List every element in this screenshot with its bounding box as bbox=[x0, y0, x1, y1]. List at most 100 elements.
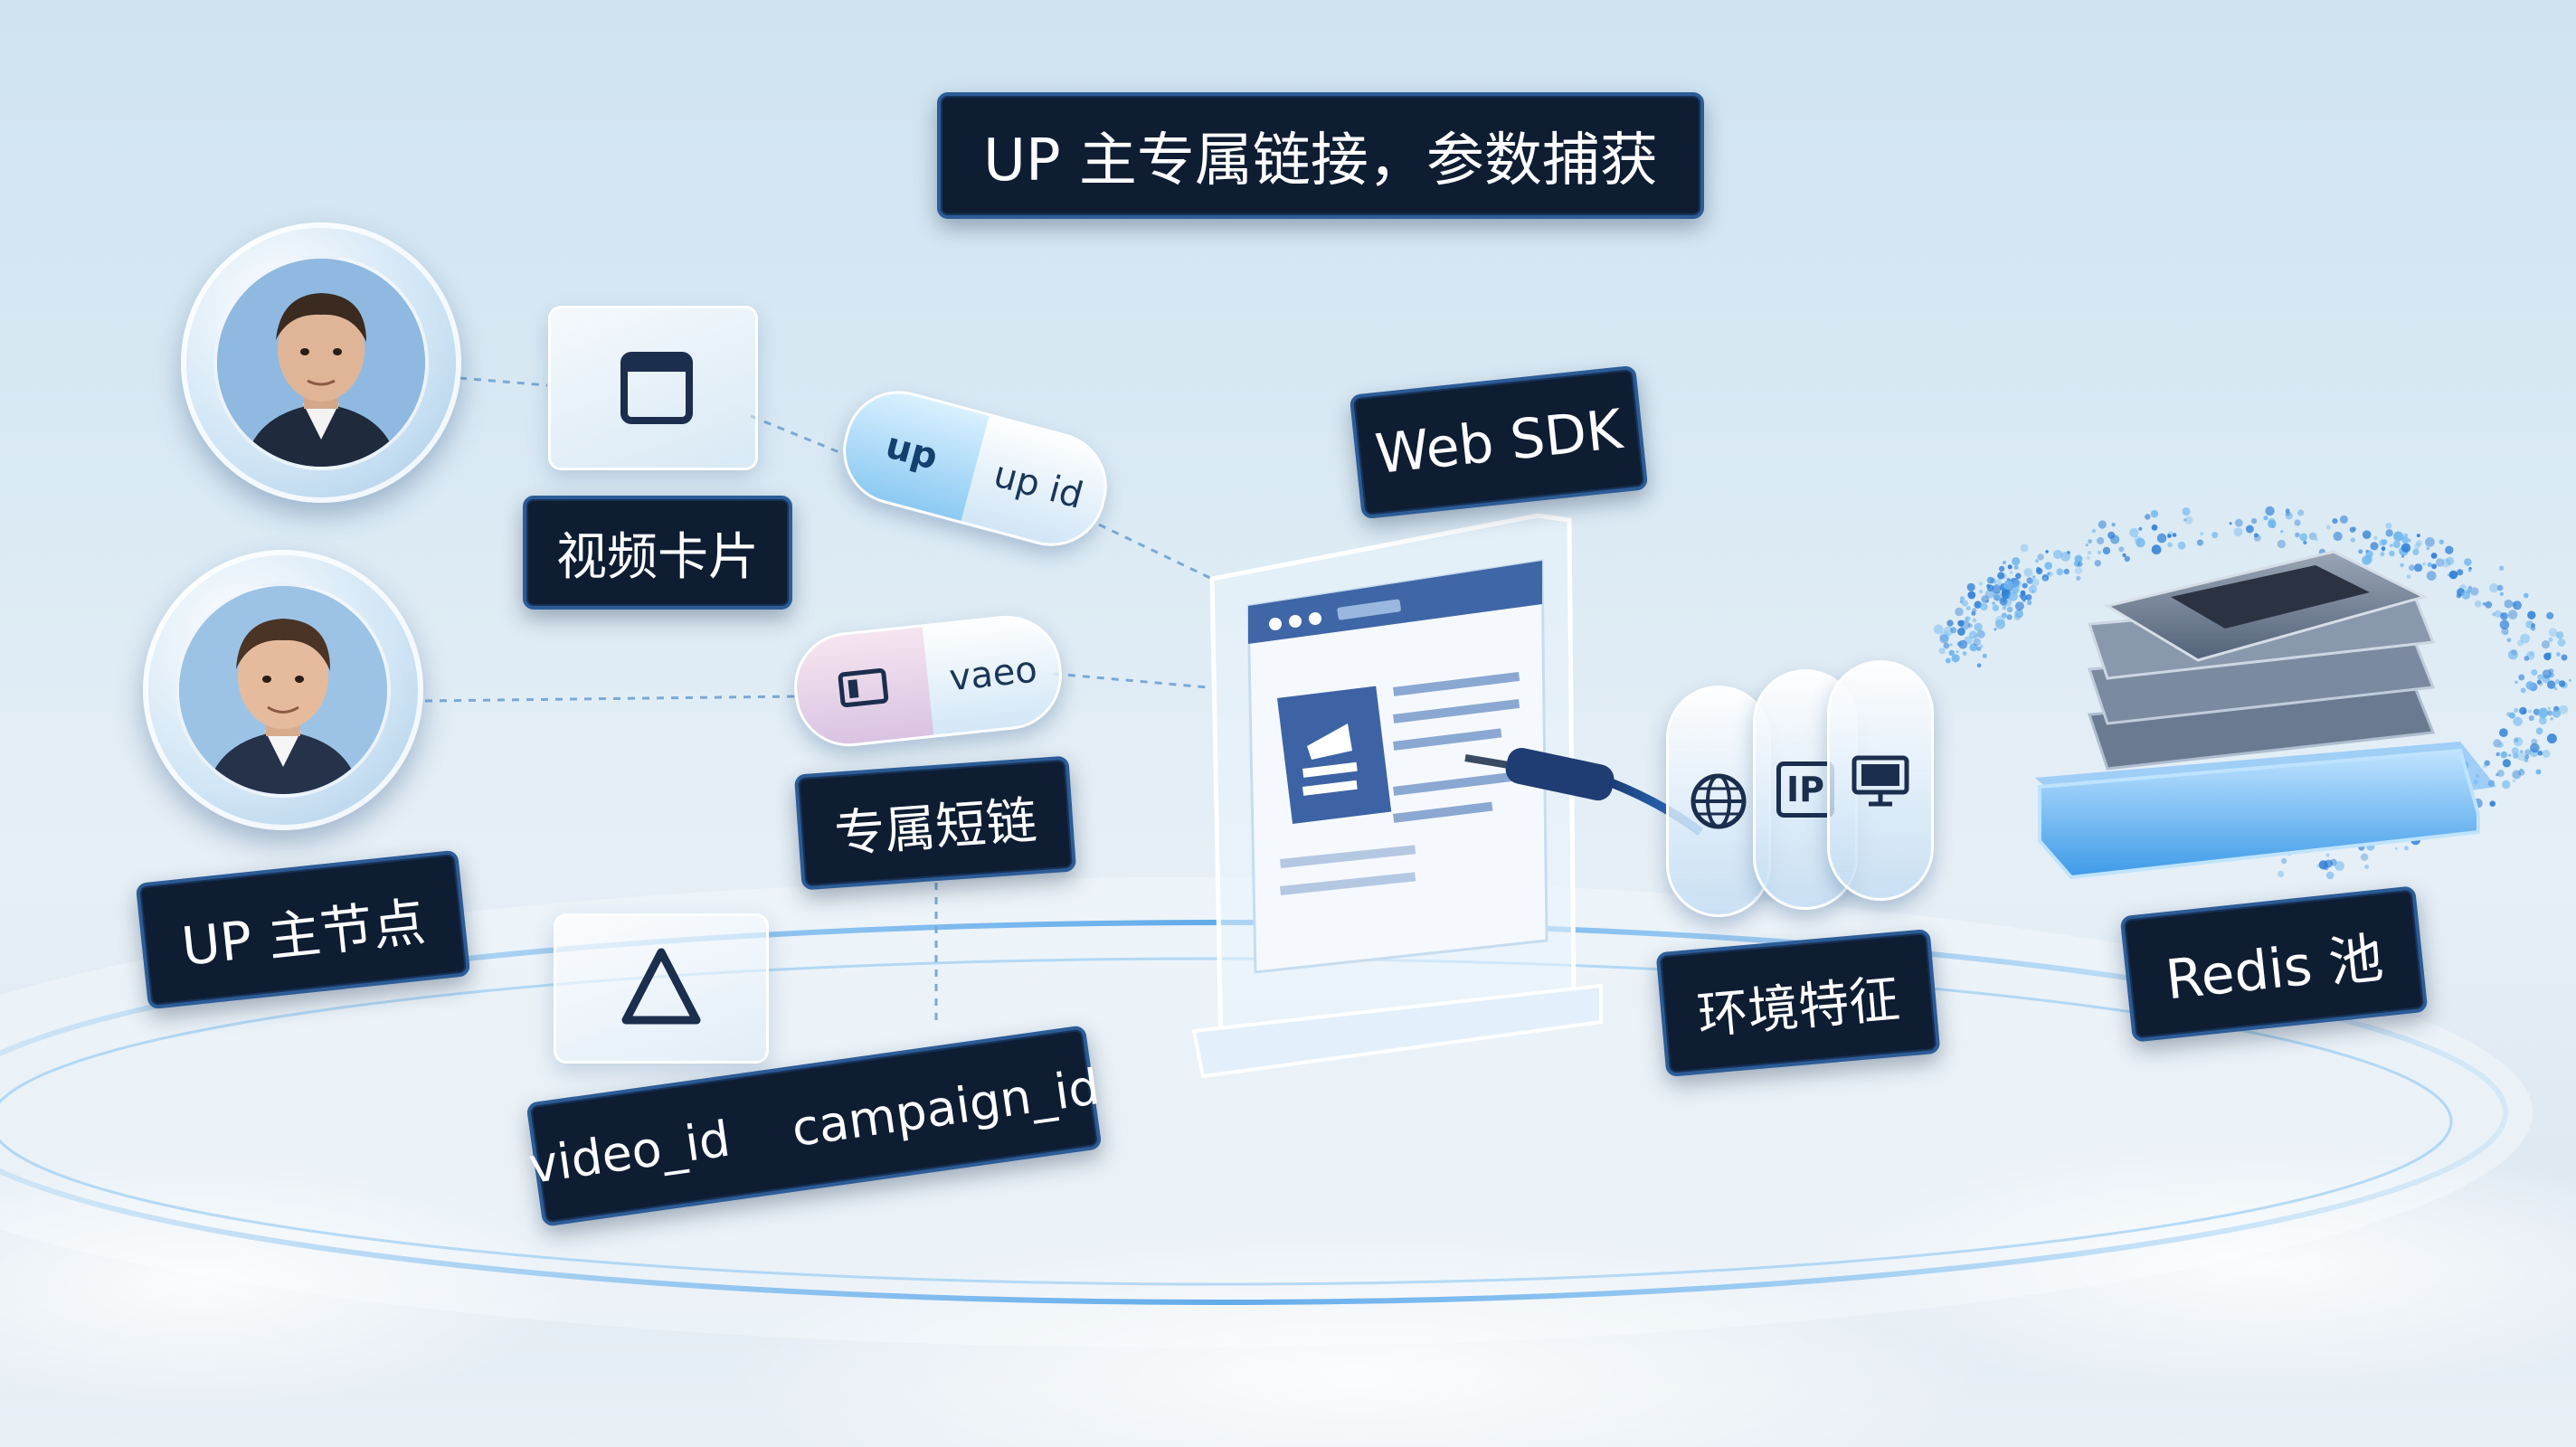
particle bbox=[2559, 705, 2569, 714]
particle bbox=[2416, 534, 2420, 538]
particle bbox=[2111, 522, 2116, 527]
particle bbox=[1993, 591, 2003, 601]
particle bbox=[2555, 679, 2561, 685]
particle bbox=[2233, 527, 2243, 537]
particle bbox=[2373, 535, 2378, 541]
particle bbox=[2519, 706, 2527, 715]
particle bbox=[2184, 515, 2193, 525]
particle bbox=[2542, 669, 2552, 679]
particle bbox=[2489, 582, 2499, 593]
particle bbox=[2253, 533, 2259, 538]
particle bbox=[1986, 576, 1994, 584]
particle bbox=[2134, 535, 2142, 544]
particle bbox=[2536, 679, 2542, 685]
particle bbox=[2124, 555, 2130, 563]
particle bbox=[2006, 614, 2012, 620]
particle bbox=[2365, 549, 2369, 553]
particle bbox=[2467, 568, 2472, 572]
particle bbox=[2009, 571, 2013, 574]
monitor-icon bbox=[1852, 755, 1909, 807]
particle bbox=[2508, 712, 2515, 719]
label-up-node-text: UP 主节点 bbox=[178, 891, 429, 978]
particle bbox=[2426, 546, 2429, 551]
particle bbox=[2268, 519, 2277, 529]
particle bbox=[2182, 507, 2191, 516]
particle bbox=[2334, 861, 2344, 871]
particle bbox=[1981, 595, 1989, 603]
particle bbox=[2507, 610, 2518, 619]
particle bbox=[2360, 853, 2369, 861]
particle bbox=[2547, 710, 2553, 716]
particle bbox=[2524, 754, 2530, 760]
particle bbox=[2406, 574, 2411, 579]
label-env-features: 环境特征 bbox=[1655, 929, 1941, 1077]
particle bbox=[1959, 596, 1965, 601]
particle bbox=[2156, 533, 2167, 544]
particle bbox=[2138, 526, 2143, 531]
particle bbox=[1974, 622, 1983, 632]
particle bbox=[1986, 583, 1991, 589]
particle bbox=[2422, 563, 2426, 566]
particle bbox=[1992, 601, 1995, 605]
particle bbox=[2326, 525, 2331, 530]
particle bbox=[2037, 553, 2044, 561]
ip-icon: IP bbox=[1776, 761, 1834, 818]
particle bbox=[2496, 773, 2499, 777]
particle bbox=[2527, 610, 2536, 619]
window-dot-2 bbox=[1289, 615, 1302, 628]
particle bbox=[2088, 551, 2092, 555]
particle bbox=[2392, 540, 2401, 548]
particle bbox=[2538, 707, 2549, 718]
particle bbox=[1957, 628, 1965, 636]
particle bbox=[2097, 550, 2101, 554]
particle bbox=[2403, 846, 2409, 851]
particle bbox=[1938, 648, 1946, 655]
particle bbox=[2000, 596, 2007, 603]
particle bbox=[2512, 779, 2515, 783]
particle bbox=[2385, 529, 2393, 537]
particle bbox=[1980, 644, 1984, 648]
particle bbox=[1992, 584, 2002, 594]
particle bbox=[1948, 649, 1956, 657]
particle bbox=[2502, 759, 2511, 768]
particle bbox=[1951, 654, 1960, 663]
particle bbox=[2013, 613, 2022, 620]
particle bbox=[2489, 800, 2496, 807]
particle bbox=[2499, 728, 2508, 737]
globe-icon bbox=[1690, 773, 1747, 829]
particle bbox=[2407, 538, 2411, 543]
particle bbox=[1956, 650, 1959, 654]
particle bbox=[1995, 619, 2005, 629]
particle bbox=[2533, 708, 2541, 715]
particle bbox=[2516, 752, 2526, 761]
avatar-up-top bbox=[181, 222, 461, 503]
particle bbox=[2122, 553, 2126, 558]
connector-avatar-to-video-capsule bbox=[424, 695, 797, 703]
particle bbox=[2504, 630, 2509, 636]
particle bbox=[1945, 657, 1951, 664]
particle bbox=[2234, 518, 2243, 527]
particle bbox=[2385, 522, 2392, 529]
particle bbox=[2285, 511, 2291, 516]
avatar-up-bottom bbox=[143, 550, 423, 830]
particle bbox=[2098, 520, 2107, 529]
particle bbox=[2500, 751, 2508, 759]
particle bbox=[2031, 578, 2040, 587]
particle bbox=[2177, 541, 2186, 550]
particle bbox=[2548, 637, 2553, 642]
particle bbox=[2047, 572, 2050, 576]
particle bbox=[2299, 533, 2308, 542]
particle bbox=[2381, 546, 2386, 551]
diagram-title-text: UP 主专属链接，参数捕获 bbox=[983, 128, 1658, 194]
particle bbox=[1993, 593, 1997, 598]
video-capsule-left bbox=[791, 627, 934, 749]
particle bbox=[2508, 753, 2512, 757]
particle bbox=[2484, 760, 2490, 766]
particle bbox=[2556, 652, 2561, 657]
diagram-title: UP 主专属链接，参数捕获 bbox=[937, 92, 1704, 219]
particle bbox=[2013, 565, 2019, 570]
label-video-card: 视频卡片 bbox=[523, 496, 792, 610]
particle bbox=[2496, 584, 2504, 591]
particle bbox=[1997, 572, 2005, 580]
particle bbox=[2380, 552, 2385, 557]
